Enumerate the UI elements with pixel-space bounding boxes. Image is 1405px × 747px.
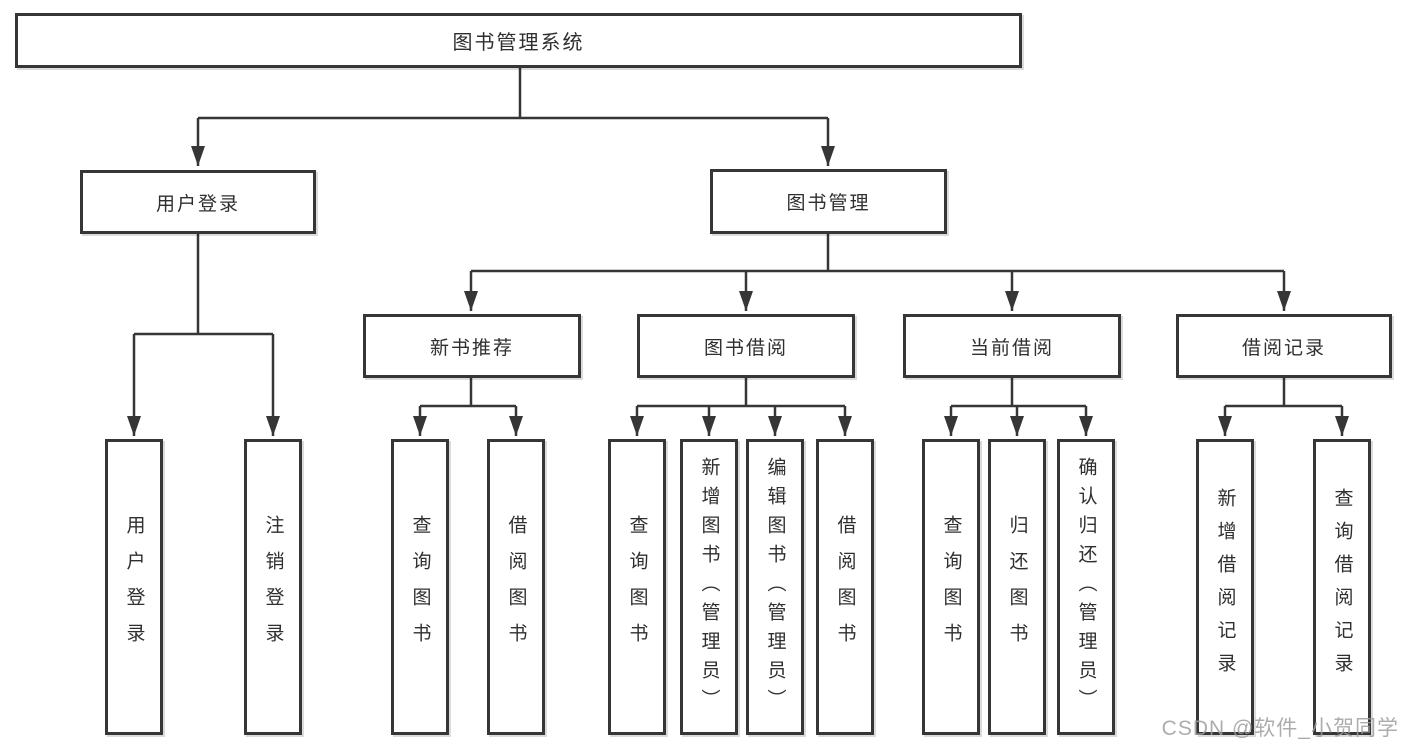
node-label: 图书管理系统: [452, 32, 585, 54]
node-current-borrow: 当前借阅: [903, 314, 1121, 378]
leaf-label: 借阅图书: [505, 515, 527, 659]
leaf-borrow-query-books: 查询图书: [608, 439, 666, 735]
node-label: 图书管理: [786, 193, 871, 214]
leaf-label: 查询图书: [409, 515, 431, 659]
leaf-label: 借阅图书: [834, 515, 856, 659]
leaf-current-query-books: 查询图书: [922, 439, 980, 735]
node-book-management: 图书管理: [710, 169, 947, 234]
leaf-label: 查询图书: [626, 515, 648, 659]
node-book-borrow: 图书借阅: [637, 314, 855, 378]
node-new-book-recommend: 新书推荐: [363, 314, 581, 378]
node-label: 图书借阅: [703, 337, 788, 359]
node-label: 当前借阅: [969, 337, 1054, 359]
leaf-label: 查询图书: [940, 515, 962, 659]
leaf-current-confirm-return-admin: 确认归还（管理员）: [1057, 439, 1115, 735]
leaf-label: 新增借阅记录: [1214, 488, 1236, 686]
leaf-borrow-borrow-books: 借阅图书: [816, 439, 874, 735]
leaf-records-add-record: 新增借阅记录: [1196, 439, 1254, 735]
leaf-label: 注销登录: [262, 515, 284, 659]
leaf-label: 确认归还（管理员）: [1075, 456, 1097, 718]
node-borrow-records: 借阅记录: [1176, 314, 1392, 378]
leaf-label: 归还图书: [1006, 515, 1028, 659]
node-label: 借阅记录: [1241, 337, 1326, 359]
node-label: 新书推荐: [429, 337, 514, 359]
leaf-newbook-query-books: 查询图书: [391, 439, 449, 735]
leaf-records-query-record: 查询借阅记录: [1313, 439, 1371, 735]
node-library-management-system: 图书管理系统: [15, 13, 1022, 68]
leaf-logout: 注销登录: [244, 439, 302, 735]
leaf-borrow-add-books-admin: 新增图书（管理员）: [680, 439, 738, 735]
leaf-label: 查询借阅记录: [1331, 488, 1353, 686]
node-user-login: 用户登录: [80, 170, 316, 234]
leaf-newbook-borrow-books: 借阅图书: [487, 439, 545, 735]
leaf-user-login: 用户登录: [105, 439, 163, 735]
leaf-label: 编辑图书（管理员）: [764, 456, 786, 718]
node-label: 用户登录: [155, 193, 240, 215]
leaf-current-return-books: 归还图书: [988, 439, 1046, 735]
leaf-label: 新增图书（管理员）: [698, 456, 720, 718]
leaf-borrow-edit-books-admin: 编辑图书（管理员）: [746, 439, 804, 735]
leaf-label: 用户登录: [123, 515, 145, 659]
